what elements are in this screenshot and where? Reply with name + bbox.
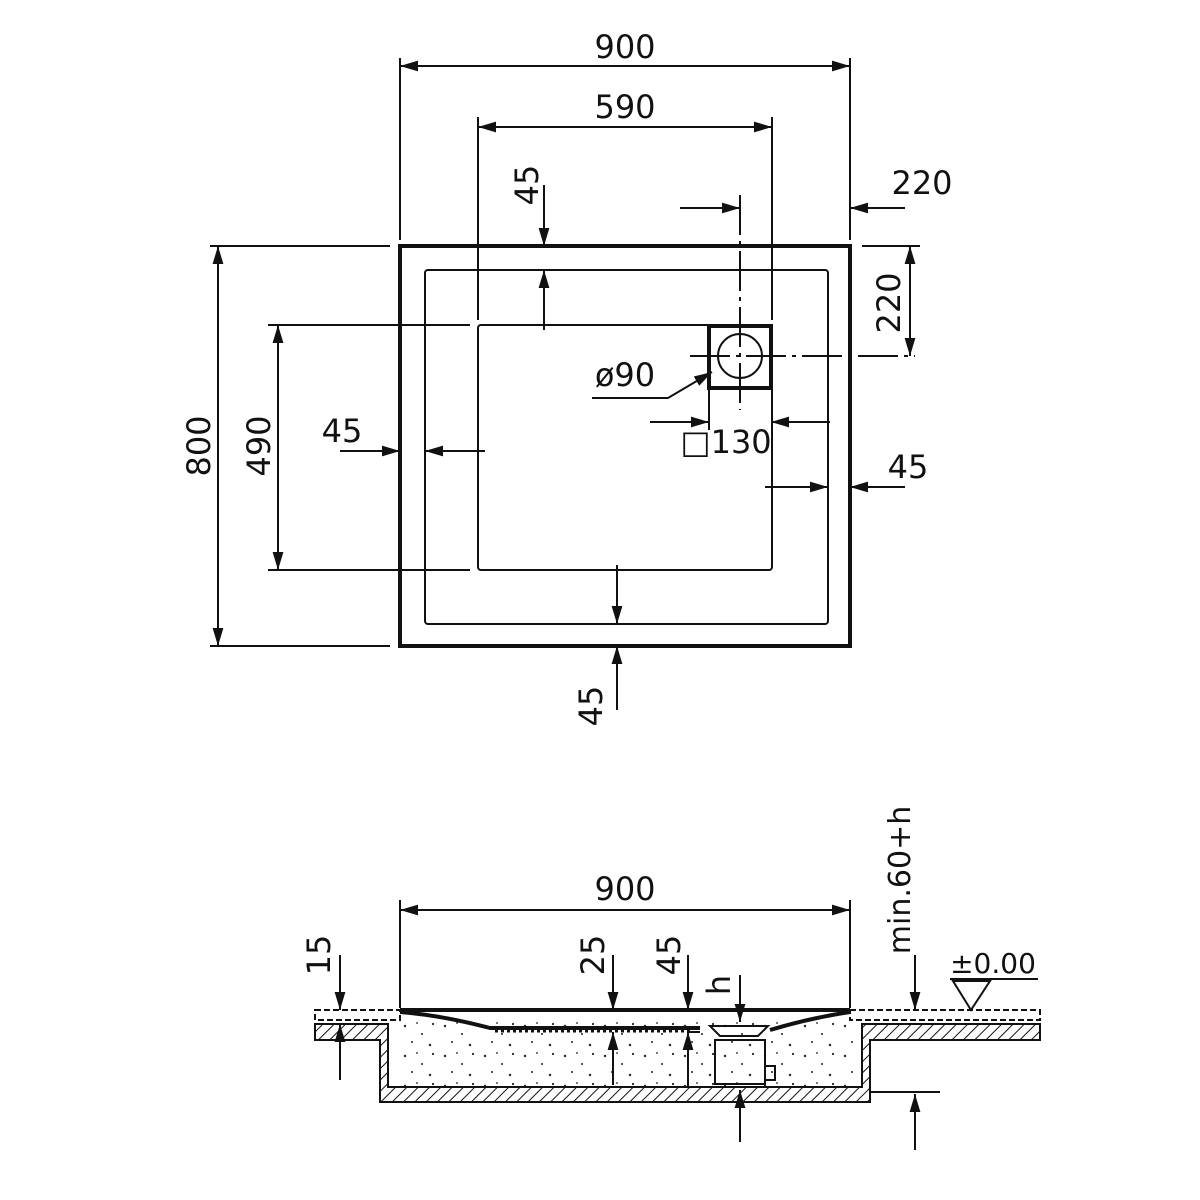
basin-outline <box>477 324 773 571</box>
level-marker-icon <box>951 980 992 1012</box>
dim-label-45-left: 45 <box>322 412 363 450</box>
dim-label-45-bottom: 45 <box>572 686 610 727</box>
drain-outlet <box>764 1065 776 1081</box>
dim-label-590: 590 <box>594 88 655 126</box>
dim-label-220-y: 220 <box>870 272 908 333</box>
dim-label-900: 900 <box>594 28 655 66</box>
dim-label-h: h <box>700 975 738 995</box>
drain-body <box>714 1039 766 1085</box>
plan-view: 900 590 220 45 220 ø90 □130 45 800 <box>180 28 953 726</box>
level-label: ±0.00 <box>950 947 1036 980</box>
mortar-bed <box>395 1020 855 1087</box>
dim-label-15: 15 <box>300 935 338 976</box>
dim-label-220-x: 220 <box>891 164 952 202</box>
section-view: 900 15 25 45 h min.60+h ±0.00 <box>300 806 1041 1150</box>
dim-label-square-130: □130 <box>680 423 771 461</box>
dim-label-min-60-h: min.60+h <box>883 806 918 954</box>
dim-label-800: 800 <box>180 415 218 476</box>
drain-top <box>707 1025 771 1037</box>
dim-label-900-section: 900 <box>594 870 655 908</box>
floor-tile-right <box>849 1009 1041 1021</box>
dim-label-45-right: 45 <box>888 448 929 486</box>
dim-label-45-top: 45 <box>508 165 546 206</box>
dim-label-490: 490 <box>240 415 278 476</box>
dim-label-25: 25 <box>574 935 612 976</box>
tray-outline <box>398 244 852 648</box>
dim-label-45-section: 45 <box>650 935 688 976</box>
dim-label-diameter-90: ø90 <box>595 356 655 394</box>
concrete-floor <box>314 1023 1041 1103</box>
tray-profile <box>399 1008 851 1032</box>
floor-tile-left <box>314 1009 401 1021</box>
